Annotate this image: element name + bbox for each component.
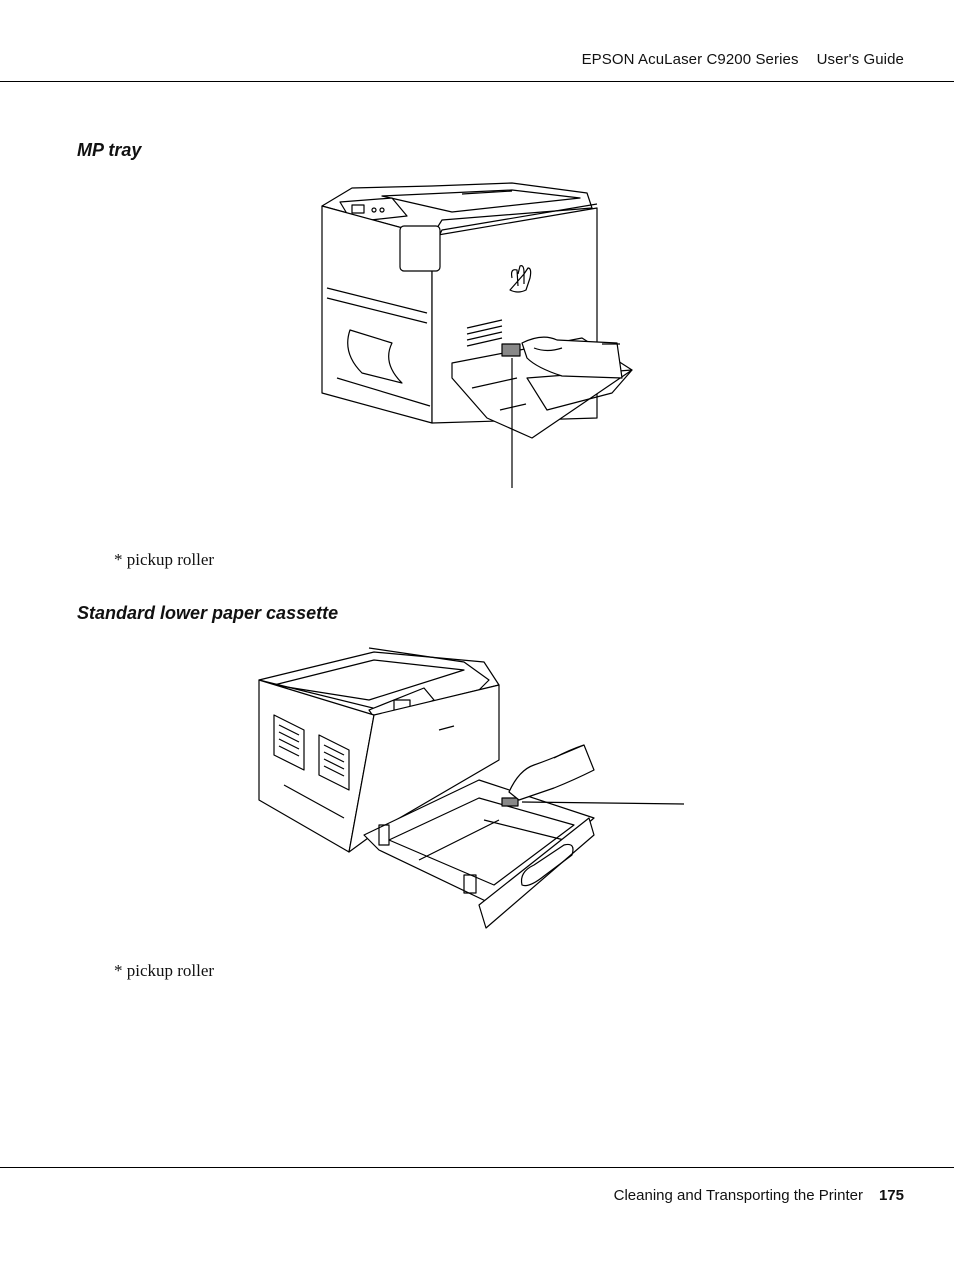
lower-cassette-caption: * pickup roller xyxy=(114,961,215,980)
lower-cassette-illustration xyxy=(254,640,689,932)
footer-rule xyxy=(0,1167,954,1168)
mp-tray-illustration xyxy=(312,178,642,493)
page-footer: Cleaning and Transporting the Printer 175 xyxy=(614,1187,904,1204)
running-header: EPSON AcuLaser C9200 Series User's Guide xyxy=(582,51,904,68)
section-title-lower-cassette: Standard lower paper cassette xyxy=(77,603,339,623)
page-number: 175 xyxy=(878,1187,904,1204)
chapter-title: Cleaning and Transporting the Printer xyxy=(613,1187,863,1204)
header-rule xyxy=(0,81,954,82)
product-name: EPSON AcuLaser C9200 Series xyxy=(581,51,799,68)
guide-name: User's Guide xyxy=(816,51,904,68)
mp-tray-caption: * pickup roller xyxy=(114,550,215,569)
page-header: EPSON AcuLaser C9200 Series User's Guide xyxy=(0,0,954,82)
section-title-mp-tray: MP tray xyxy=(77,140,142,160)
